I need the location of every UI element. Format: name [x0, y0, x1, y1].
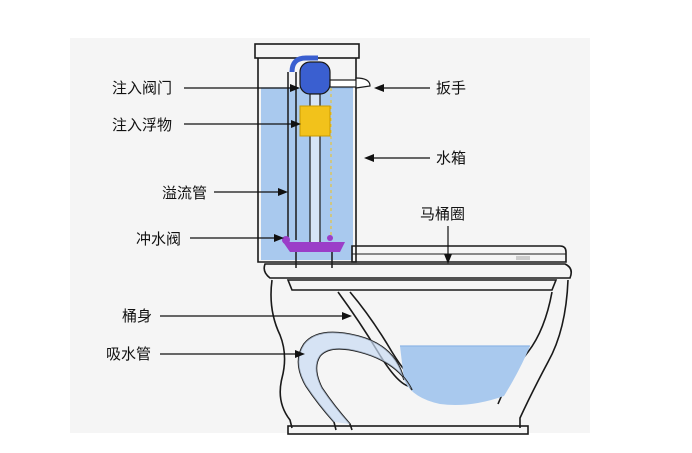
label-fill-float: 注入浮物 — [112, 116, 172, 134]
label-overflow-tube: 溢流管 — [162, 184, 207, 202]
arrowhead-bowl-body — [342, 312, 352, 320]
label-fill-valve: 注入阀门 — [112, 79, 172, 97]
label-tank: 水箱 — [436, 149, 466, 167]
seat — [351, 245, 567, 263]
fill-valve — [289, 55, 331, 245]
arrowhead-overflow-tube — [278, 188, 288, 196]
arrowhead-flush-valve — [274, 234, 284, 242]
handle — [329, 77, 371, 236]
arrowhead-handle — [374, 84, 384, 92]
arrowhead-tank — [364, 154, 374, 162]
label-handle: 扳手 — [436, 79, 466, 97]
overflow-tube — [287, 72, 297, 240]
label-flush-valve: 冲水阀 — [136, 230, 181, 248]
bowl-rim-inner — [286, 279, 558, 291]
label-bowl-body: 桶身 — [122, 307, 152, 325]
bowl-body — [270, 279, 569, 435]
arrowhead-siphon-tube — [295, 350, 305, 358]
label-seat: 马桶圈 — [420, 205, 465, 223]
tank-wall — [257, 58, 357, 263]
siphon-tube — [297, 331, 413, 431]
label-siphon-tube: 吸水管 — [106, 345, 151, 363]
arrowhead-fill-valve — [290, 84, 300, 92]
arrowhead-fill-float — [291, 120, 301, 128]
fill-float — [299, 105, 331, 137]
bowl-rim — [263, 263, 572, 279]
arrowhead-seat — [444, 254, 452, 264]
